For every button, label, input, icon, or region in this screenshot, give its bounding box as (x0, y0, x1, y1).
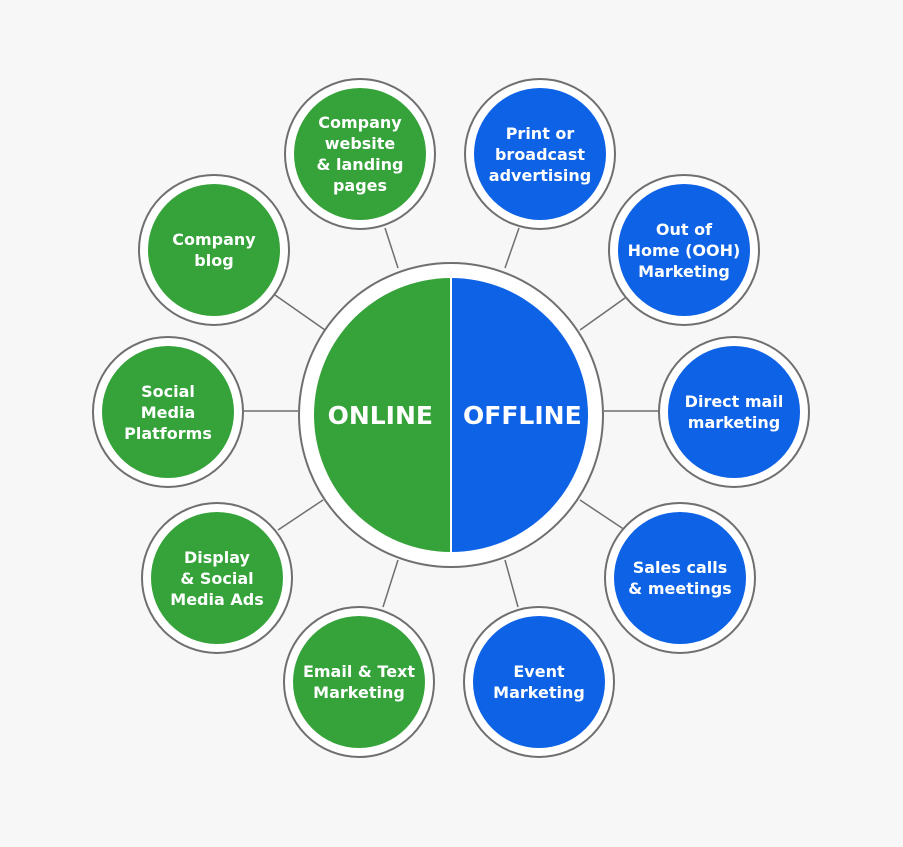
node-direct-mail: Direct mail marketing (658, 336, 810, 488)
connector-email-text-marketing (382, 559, 399, 608)
node-company-website: Company website & landing pages (284, 78, 436, 230)
node-direct-mail-label: Direct mail marketing (668, 346, 800, 478)
connector-company-blog (274, 294, 326, 331)
hub-online-label: ONLINE (327, 400, 433, 430)
hub-offline-half: OFFLINE (451, 278, 588, 552)
node-company-blog-label: Company blog (148, 184, 280, 316)
node-display-social-ads-label: Display & Social Media Ads (151, 512, 283, 644)
connector-ooh-marketing (579, 297, 626, 331)
hub-divider (450, 278, 452, 552)
connector-sales-calls (579, 499, 626, 531)
node-ooh-marketing: Out of Home (OOH) Marketing (608, 174, 760, 326)
node-print-broadcast: Print or broadcast advertising (464, 78, 616, 230)
node-email-text-marketing: Email & Text Marketing (283, 606, 435, 758)
connector-print-broadcast (504, 227, 520, 269)
central-hub: ONLINE OFFLINE (298, 262, 604, 568)
node-email-text-marketing-label: Email & Text Marketing (293, 616, 425, 748)
hub-offline-label: OFFLINE (463, 400, 582, 430)
node-event-marketing-label: Event Marketing (473, 616, 605, 748)
connector-event-marketing (504, 559, 519, 608)
node-company-website-label: Company website & landing pages (294, 88, 426, 220)
node-event-marketing: Event Marketing (463, 606, 615, 758)
node-social-media-platforms: Social Media Platforms (92, 336, 244, 488)
hub-online-half: ONLINE (314, 278, 451, 552)
node-company-blog: Company blog (138, 174, 290, 326)
connector-company-website (384, 227, 399, 269)
node-social-media-platforms-label: Social Media Platforms (102, 346, 234, 478)
node-sales-calls-label: Sales calls & meetings (614, 512, 746, 644)
connector-display-social-ads (277, 499, 324, 531)
hub-split-circle: ONLINE OFFLINE (314, 278, 588, 552)
node-ooh-marketing-label: Out of Home (OOH) Marketing (618, 184, 750, 316)
node-print-broadcast-label: Print or broadcast advertising (474, 88, 606, 220)
node-sales-calls: Sales calls & meetings (604, 502, 756, 654)
node-display-social-ads: Display & Social Media Ads (141, 502, 293, 654)
